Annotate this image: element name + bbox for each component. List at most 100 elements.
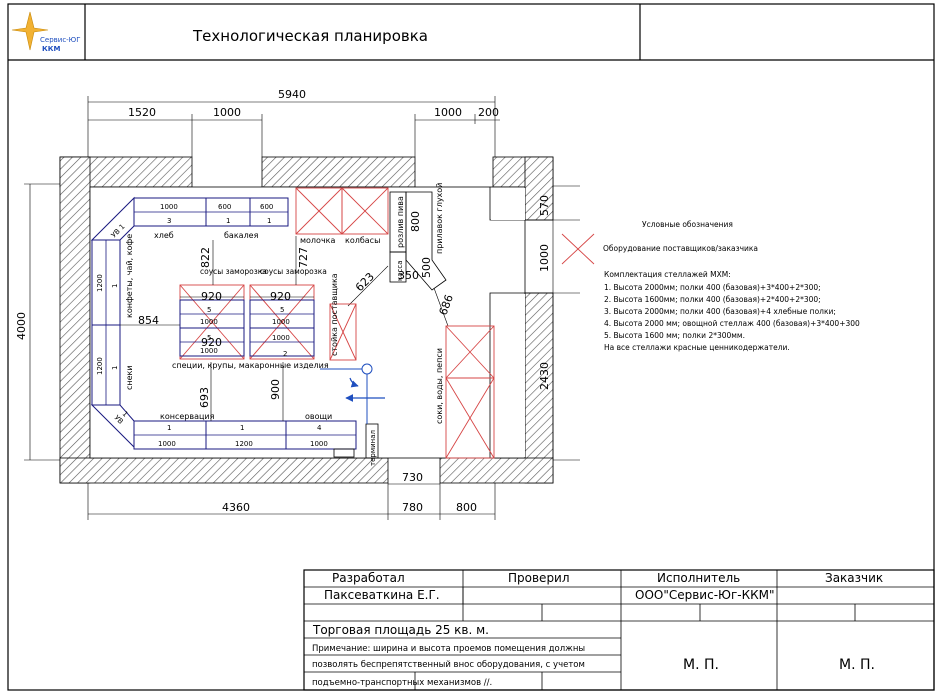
dim-bottom-4360: 4360 [222, 501, 250, 514]
logo-line2: ККМ [42, 45, 60, 53]
dim-bottom-730: 730 [402, 471, 423, 484]
svg-text:соки, воды, пепси: соки, воды, пепси [435, 348, 444, 424]
svg-text:стойка поставщика: стойка поставщика [330, 273, 339, 356]
bottom-dimensions: 4360 780 800 730 [87, 471, 496, 520]
svg-text:бакалея: бакалея [224, 231, 259, 240]
dim-right-1000: 1000 [538, 244, 551, 272]
legend: Условные обозначения Оборудование постав… [561, 220, 860, 352]
entry-arrows [320, 363, 385, 424]
shelves-left: 1200 1 конфеты, чай, кофе 1200 1 снеки [91, 234, 134, 406]
left-dimension: 4000 [15, 183, 60, 461]
svg-text:2: 2 [283, 350, 287, 358]
shelves-bottom: консервация 1 1000 1 1200 овощи 4 1000 [133, 412, 357, 458]
svg-text:1000: 1000 [160, 203, 178, 211]
svg-text:600: 600 [260, 203, 273, 211]
svg-text:конфеты, чай, кофе: конфеты, чай, кофе [125, 234, 134, 318]
top-dimensions: 5940 1520 1000 1000 200 [87, 88, 500, 157]
svg-text:1: 1 [240, 424, 244, 432]
svg-text:терминал: терминал [369, 430, 377, 466]
dim-top-1000-b: 1000 [434, 106, 462, 119]
svg-text:соусы заморозка: соусы заморозка [200, 267, 267, 276]
stamp-mp-1: М. П. [683, 657, 719, 673]
dim-top-total: 5940 [278, 88, 306, 101]
svg-text:1000: 1000 [200, 347, 218, 355]
svg-text:900: 900 [269, 379, 282, 400]
svg-text:1. Высота 2000мм; полки 400 (б: 1. Высота 2000мм; полки 400 (базовая)+3*… [604, 283, 821, 292]
svg-text:1: 1 [111, 284, 119, 288]
shelves-top: 1000 3 хлеб 600 1 бакалея 600 1 [133, 197, 289, 240]
legend-equipment: Оборудование поставщиков/заказчика [603, 244, 758, 253]
svg-text:специи, крупы, макаронные изде: специи, крупы, макаронные изделия [172, 361, 329, 370]
svg-text:600: 600 [218, 203, 231, 211]
stamp-note-1: Примечание: ширина и высота проемов поме… [312, 644, 585, 654]
svg-text:1: 1 [121, 410, 130, 419]
stamp-developer-name: Паксеваткина Е.Г. [324, 588, 440, 602]
stamp-area: Торговая площадь 25 кв. м. [312, 623, 489, 637]
svg-text:1000: 1000 [200, 318, 218, 326]
svg-text:1000: 1000 [310, 440, 328, 448]
svg-text:2. Высота 1600мм; полки 400 (б: 2. Высота 1600мм; полки 400 (базовая)+2*… [604, 295, 821, 304]
stamp-note-3: подъемно-транспортных механизмов //. [312, 678, 492, 688]
dim-top-left: 1520 [128, 106, 156, 119]
svg-text:693: 693 [198, 387, 211, 408]
svg-text:5: 5 [280, 306, 284, 314]
svg-text:1200: 1200 [96, 357, 104, 375]
dim-top-1000-a: 1000 [213, 106, 241, 119]
svg-text:5: 5 [207, 306, 211, 314]
svg-text:727: 727 [297, 247, 310, 268]
svg-text:розлив пива: розлив пива [396, 196, 405, 248]
svg-text:3: 3 [167, 217, 171, 225]
svg-text:1: 1 [226, 217, 230, 225]
svg-text:3. Высота 2000мм; полки 400 (б: 3. Высота 2000мм; полки 400 (базовая)+4 … [604, 307, 836, 316]
svg-text:822: 822 [199, 247, 212, 268]
svg-text:1000: 1000 [158, 440, 176, 448]
stamp-executor: Исполнитель [657, 571, 740, 585]
stamp-customer: Заказчик [825, 571, 883, 585]
stamp-note-2: позволять беспрепятственный внос оборудо… [312, 660, 585, 670]
svg-text:овощи: овощи [305, 412, 332, 421]
right-dimensions: 570 1000 2430 [538, 185, 580, 461]
svg-text:хлеб: хлеб [154, 231, 174, 240]
dim-top-200: 200 [478, 106, 499, 119]
svg-text:На все стеллажи красные ценник: На все стеллажи красные ценникодержатели… [604, 343, 790, 352]
legend-kit-title: Комплектация стеллажей МХМ: [604, 270, 731, 279]
stamp-developed: Разработал [332, 571, 405, 585]
dim-right-570: 570 [538, 195, 551, 216]
svg-text:касса: касса [396, 260, 404, 281]
svg-text:прилавок глухой: прилавок глухой [435, 183, 444, 254]
svg-text:соусы заморозка: соусы заморозка [260, 267, 327, 276]
dim-bottom-780: 780 [402, 501, 423, 514]
title-block: Разработал Проверил Исполнитель Заказчик… [303, 569, 935, 691]
walls [59, 156, 554, 484]
svg-text:колбасы: колбасы [345, 236, 380, 245]
svg-text:920: 920 [270, 290, 291, 303]
island-shelves: 5 1000 5 1000 5 1000 2 1000 соусы заморо… [172, 267, 329, 370]
dim-left-height: 4000 [15, 312, 28, 340]
svg-text:1: 1 [118, 223, 127, 232]
svg-text:500: 500 [420, 257, 433, 278]
svg-text:1: 1 [111, 366, 119, 370]
svg-text:1000: 1000 [272, 334, 290, 342]
svg-text:молочка: молочка [300, 236, 335, 245]
page-title: Технологическая планировка [192, 27, 428, 45]
company-logo: Сервис-ЮГ ККМ [11, 11, 81, 53]
svg-text:1000: 1000 [272, 318, 290, 326]
svg-text:1200: 1200 [235, 440, 253, 448]
svg-text:350: 350 [398, 269, 419, 282]
svg-text:920: 920 [201, 336, 222, 349]
svg-text:4. Высота 2000 мм; овощной сте: 4. Высота 2000 мм; овощной стеллаж 400 (… [604, 319, 860, 328]
svg-text:5. Высота 1600 мм; полки 2*300: 5. Высота 1600 мм; полки 2*300мм. [604, 331, 745, 340]
svg-text:1200: 1200 [96, 274, 104, 292]
stamp-executor-name: ООО"Сервис-Юг-ККМ" [635, 588, 775, 602]
dim-bottom-800: 800 [456, 501, 477, 514]
svg-text:800: 800 [409, 211, 422, 232]
svg-text:консервация: консервация [160, 412, 215, 421]
svg-text:920: 920 [201, 290, 222, 303]
svg-text:5: 5 [207, 334, 211, 342]
supplier-equipment: молочка колбасы розлив пива касса прилав… [295, 183, 495, 466]
svg-text:4: 4 [317, 424, 322, 432]
legend-title: Условные обозначения [642, 220, 733, 229]
svg-text:1: 1 [167, 424, 171, 432]
logo-line1: Сервис-ЮГ [40, 36, 81, 44]
